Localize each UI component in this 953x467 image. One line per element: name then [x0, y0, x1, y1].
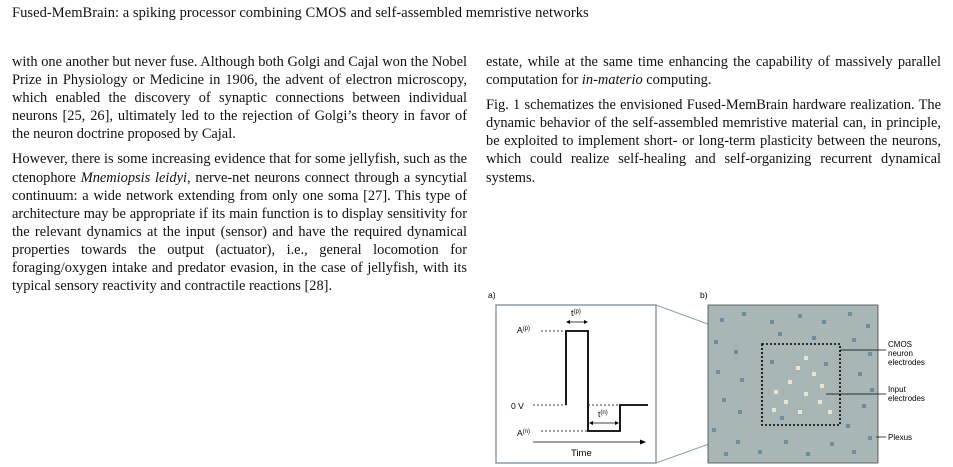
t-p-label: t(p)	[571, 308, 581, 318]
pulse-waveform	[565, 330, 648, 432]
input-electrodes	[772, 356, 832, 414]
a-p-label: A(p)	[517, 325, 530, 335]
t-n-arrowhead-right	[615, 421, 619, 425]
left-paragraph-2: However, there is some increasing eviden…	[12, 151, 467, 295]
zero-v-label: 0 V	[511, 401, 524, 411]
panel-a-label: a)	[488, 290, 496, 300]
species-name: Mnemiopsis leidyi	[80, 169, 187, 186]
t-n-arrowhead-left	[589, 421, 593, 425]
panel-b-label: b)	[700, 290, 708, 300]
t-n-label: t(n)	[598, 409, 608, 419]
right-column: estate, while at the same time enhancing…	[486, 53, 941, 194]
left-paragraph-1: with one another but never fuse. Althoug…	[12, 54, 467, 143]
input-label: Input electrodes	[888, 385, 925, 403]
t-p-arrowhead-right	[584, 320, 588, 324]
a-n-label: A(n)	[517, 428, 530, 438]
inner-cmos-electrodes	[770, 360, 828, 420]
plexus-substrate	[707, 304, 879, 464]
panel-a-frame	[495, 304, 657, 464]
cmos-label: CMOS neuron electrodes	[888, 340, 925, 367]
right-paragraph-1: estate, while at the same time enhancing…	[486, 54, 941, 89]
right-paragraph-2: Fig. 1 schematizes the envisioned Fused-…	[486, 97, 941, 186]
zoom-line-top	[655, 304, 763, 345]
running-header: Fused-MemBrain: a spiking processor comb…	[12, 5, 589, 21]
cmos-neuron-region	[761, 343, 841, 426]
left-column: with one another but never fuse. Althoug…	[12, 53, 467, 302]
time-label: Time	[571, 448, 592, 459]
in-materio-term: in-materio	[581, 72, 643, 89]
plexus-label: Plexus	[888, 433, 912, 442]
time-axis-arrowhead	[640, 439, 646, 445]
zoom-line-bottom	[655, 424, 763, 464]
cmos-electrodes	[712, 312, 874, 456]
t-p-arrowhead-left	[566, 320, 570, 324]
